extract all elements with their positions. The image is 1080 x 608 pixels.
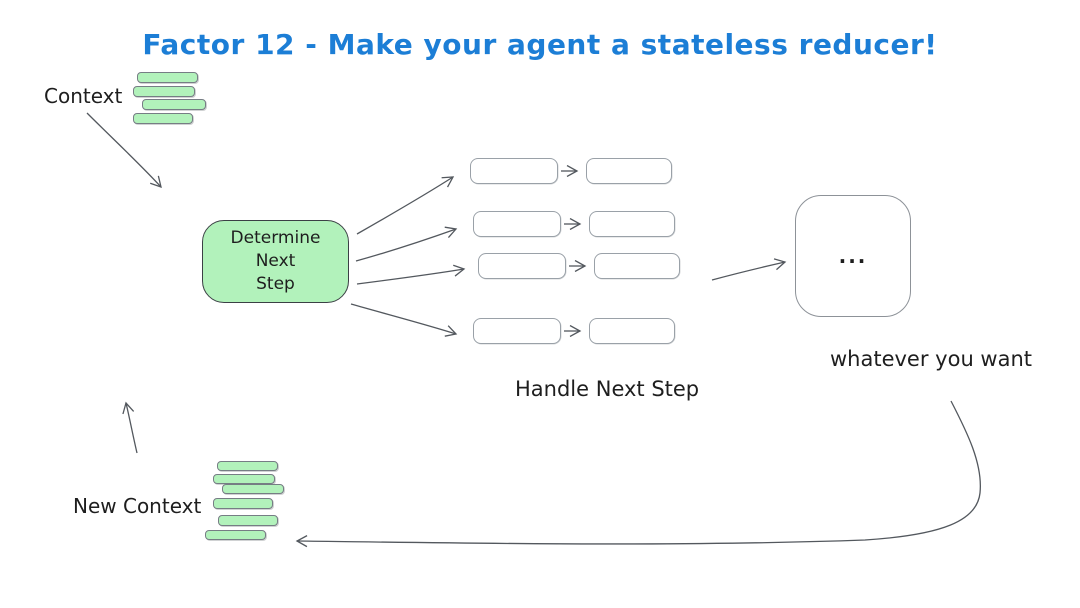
diagram-title: Factor 12 - Make your agent a stateless … [142,28,938,61]
stack-bar [213,474,275,484]
arrow-handle-to-output [711,258,787,281]
step-arrow-icon [561,165,579,177]
arrow-output-to-new-context-loop [295,400,981,548]
stack-bar [137,72,198,83]
ellipsis-label: ... [838,244,868,268]
handle-next-step-label: Handle Next Step [515,377,700,401]
step-box [589,211,675,237]
arrow-determine-to-row4 [350,303,458,337]
stack-bar [142,99,206,110]
determine-next-step-node: Determine Next Step [202,220,349,303]
step-box [473,211,561,237]
step-arrow-icon [564,325,582,337]
step-box [594,253,680,279]
new-context-label: New Context [73,494,202,518]
handle-step-row-4 [473,318,675,344]
stack-bar [217,461,278,471]
context-stack-icon [133,72,213,126]
arrow-determine-to-row1 [356,176,455,235]
whatever-you-want-label: whatever you want [830,347,1033,371]
step-box [589,318,675,344]
stack-bar [213,498,273,509]
handle-step-row-3 [478,253,680,279]
stack-bar [218,515,278,526]
stack-bar [222,484,284,494]
handle-step-row-2 [473,211,675,237]
context-label: Context [44,84,123,108]
step-box [586,158,672,184]
step-box [478,253,566,279]
handle-step-row-1 [470,158,672,184]
stack-bar [133,113,193,124]
step-box [473,318,561,344]
arrow-new-context-up [122,401,138,454]
step-box [470,158,558,184]
new-context-stack-icon [205,461,295,541]
step-arrow-icon [569,260,587,272]
output-node: ... [795,195,911,317]
stack-bar [133,86,195,97]
step-arrow-icon [564,218,582,230]
arrow-determine-to-row3 [356,264,466,285]
arrow-determine-to-row2 [355,226,458,262]
stack-bar [205,530,266,540]
